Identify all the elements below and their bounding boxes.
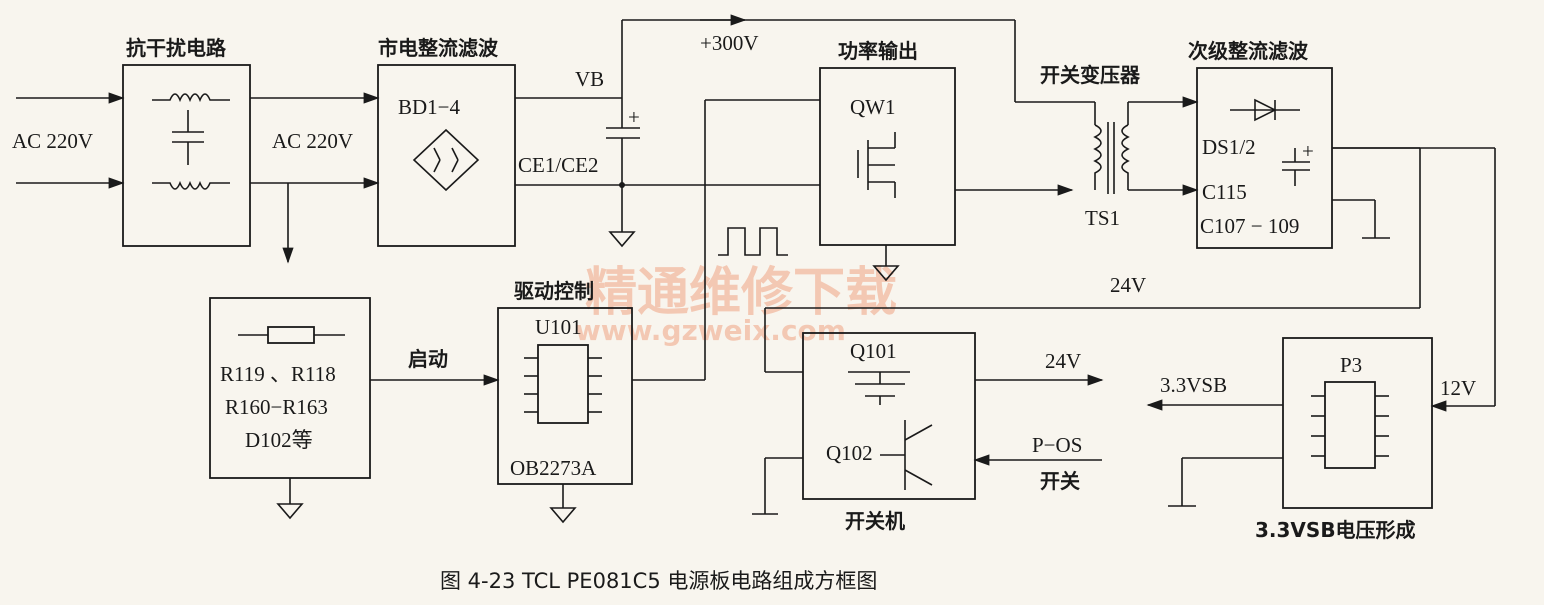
start-label: 启动 (408, 347, 448, 371)
startup-part-3: D102等 (245, 428, 313, 452)
v12-label: 12V (1440, 376, 1476, 400)
secondary-title: 次级整流滤波 (1188, 39, 1309, 63)
driver-title: 驱动控制 (514, 279, 594, 303)
rectifier-title: 市电整流滤波 (378, 36, 499, 60)
ac-mid-label: AC 220V (272, 129, 353, 153)
startup-part-2: R160−R163 (225, 395, 328, 419)
ce-label: CE1/CE2 (518, 153, 599, 177)
figure-caption: 图 4-23 TCL PE081C5 电源板电路组成方框图 (440, 569, 877, 593)
switch-title: 开关机 (845, 509, 905, 533)
svg-text:+: + (628, 105, 640, 129)
watermark-text: 精通维修下载 (585, 263, 897, 323)
v24-loop-label: 24V (1110, 273, 1146, 297)
vb-label: VB (575, 67, 604, 91)
secondary-block: + (1196, 67, 1333, 249)
secondary-part-3: C107 − 109 (1200, 214, 1299, 238)
vsb-block (1282, 337, 1433, 509)
emi-block (122, 64, 251, 247)
switch-part-2: Q102 (826, 441, 873, 465)
vsb-title: 3.3VSB电压形成 (1255, 518, 1416, 542)
v300-label: +300V (700, 31, 759, 55)
transformer (1093, 122, 1130, 194)
driver-part: U101 (535, 315, 582, 339)
watermark-url: www.gzweix.com (575, 314, 846, 347)
emi-title: 抗干扰电路 (126, 36, 227, 60)
pos-label: P−OS (1032, 433, 1082, 457)
power-output-part: QW1 (850, 95, 896, 119)
ac-input-label: AC 220V (12, 129, 93, 153)
switch-block (802, 332, 976, 500)
v33-label: 3.3VSB (1160, 373, 1227, 397)
secondary-part-1: DS1/2 (1202, 135, 1256, 159)
transformer-part: TS1 (1085, 206, 1120, 230)
switch-part-1: Q101 (850, 339, 897, 363)
svg-text:+: + (1302, 139, 1314, 163)
rectifier-block (377, 64, 516, 247)
power-output-title: 功率输出 (838, 39, 918, 63)
v24-out-label: 24V (1045, 349, 1081, 373)
transformer-title: 开关变压器 (1040, 63, 1141, 87)
vsb-part: P3 (1340, 353, 1362, 377)
power-output-block (819, 67, 956, 246)
startup-part-1: R119 、R118 (220, 362, 336, 386)
secondary-part-2: C115 (1202, 180, 1247, 204)
driver-block (497, 307, 633, 485)
driver-ic: OB2273A (510, 456, 597, 480)
onoff-label: 开关 (1040, 469, 1080, 493)
rectifier-part: BD1−4 (398, 95, 461, 119)
